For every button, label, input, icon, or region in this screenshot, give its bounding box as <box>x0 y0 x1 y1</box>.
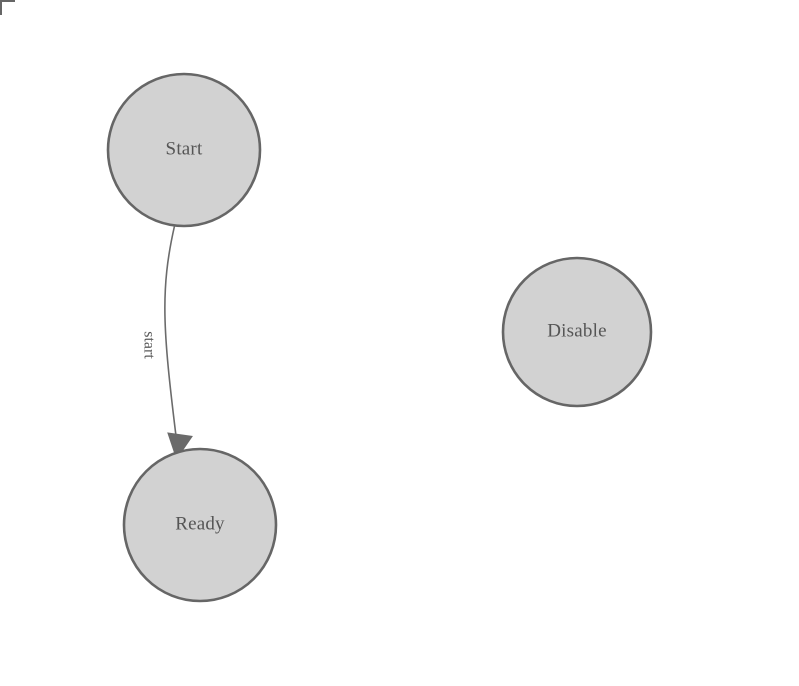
node-shape[interactable] <box>501 256 653 408</box>
node-label-ready: Ready <box>175 513 225 534</box>
node-shape[interactable] <box>106 72 262 228</box>
edge-start-to-ready[interactable]: start <box>140 225 193 462</box>
node-start[interactable]: Start <box>106 72 262 228</box>
edge-line <box>164 225 177 437</box>
node-shape[interactable] <box>122 447 278 603</box>
arrowhead-icon <box>167 432 193 460</box>
edge-label-start: start <box>140 331 157 359</box>
node-disable[interactable]: Disable <box>501 256 653 408</box>
node-label-disable: Disable <box>547 320 606 341</box>
node-ready[interactable]: Ready <box>122 447 278 603</box>
selection-corner-bracket-icon <box>0 0 15 15</box>
node-label-start: Start <box>166 138 203 159</box>
